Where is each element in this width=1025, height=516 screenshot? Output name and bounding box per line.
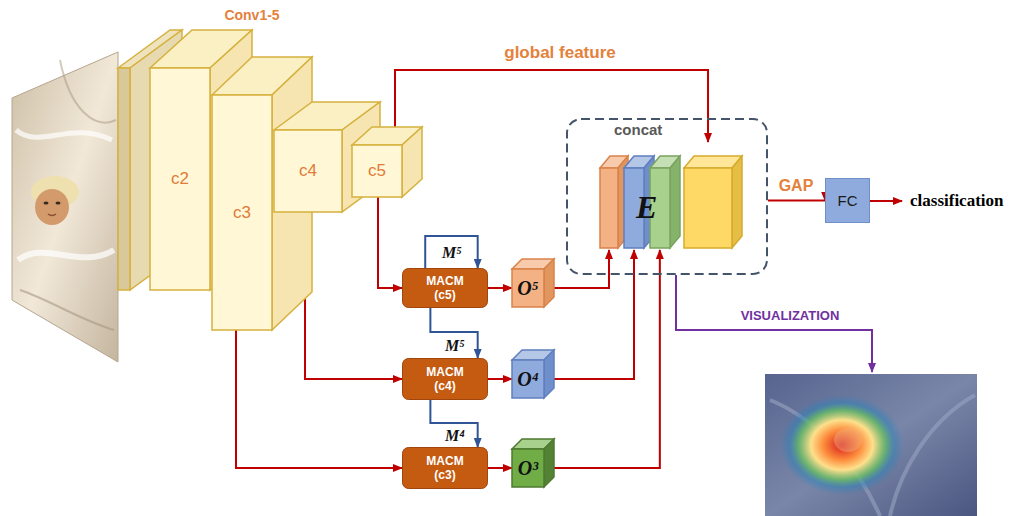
baby-mouth	[48, 214, 56, 216]
visualization-label: VISUALIZATION	[739, 309, 842, 323]
concat-group: Econcat	[566, 118, 768, 275]
heatmap-ground	[765, 374, 977, 516]
edge-label: GAP	[777, 177, 816, 195]
group-title: concat	[614, 121, 662, 138]
block-label: c5	[368, 161, 386, 181]
module-shape	[403, 448, 488, 489]
output-feature: O³	[512, 449, 544, 487]
block-side	[732, 156, 742, 248]
feature-stack: E	[596, 142, 748, 250]
macm-module: MACM (c4)	[402, 358, 488, 400]
blanket-fold	[16, 130, 112, 140]
photo-frame	[12, 52, 118, 362]
stack-label: E	[636, 191, 657, 223]
connector-arrow	[425, 236, 477, 268]
feature-block: c4	[274, 130, 342, 212]
macm-module: MACM (c3)	[402, 447, 488, 489]
layer-label: FC	[838, 192, 858, 209]
baby-face	[35, 189, 69, 225]
layer-shape	[826, 179, 870, 223]
group-outline	[567, 119, 767, 274]
fc-layer: FC	[825, 178, 870, 223]
baby-eye	[56, 202, 61, 205]
block-label: c2	[171, 169, 189, 189]
heat-blob	[780, 395, 904, 495]
input-photo	[12, 52, 118, 362]
connector-arrow	[488, 287, 512, 289]
block-front	[352, 145, 402, 197]
stage-title: Conv1-5	[222, 8, 281, 23]
edge-label: M⁴	[443, 427, 467, 445]
feature-label: O⁴	[517, 368, 538, 391]
block-side	[670, 156, 680, 248]
block-side	[402, 127, 422, 197]
block-label: c3	[233, 203, 251, 223]
connector-arrow	[236, 330, 402, 468]
feature-label: O⁵	[517, 277, 538, 300]
connector-arrow	[378, 197, 402, 288]
bag-fold	[890, 395, 975, 516]
module-label: MACM (c4)	[426, 365, 463, 394]
visualization-arrow	[676, 275, 872, 372]
baby-eye	[44, 202, 49, 205]
connector-arrow	[305, 212, 402, 379]
connector-arrow	[544, 250, 634, 379]
output-label: classification	[908, 192, 1006, 211]
block-side	[544, 259, 554, 307]
block-front	[150, 68, 210, 290]
connector-arrow	[395, 70, 708, 145]
feature-block: c5	[352, 145, 402, 197]
block-label: c4	[299, 161, 317, 181]
output-arrow	[870, 200, 902, 202]
node-shape	[596, 142, 748, 250]
macm-module: MACM (c5)	[402, 268, 488, 308]
output-feature: O⁵	[512, 269, 544, 307]
connector-arrow	[544, 250, 660, 468]
edge-label: M⁵	[440, 244, 464, 262]
block-front	[512, 449, 544, 487]
connector-arrow	[488, 467, 512, 469]
module-shape	[403, 269, 488, 308]
block-front	[212, 95, 272, 330]
blanket-fold	[18, 250, 114, 260]
block-front	[118, 68, 130, 290]
baby-face	[834, 428, 862, 452]
connector-arrow	[768, 199, 825, 201]
block-front	[274, 130, 342, 212]
edge-label: global feature	[502, 44, 617, 63]
feature-label: O³	[518, 457, 538, 480]
block-front	[600, 168, 618, 248]
block-front	[684, 168, 732, 248]
connector-arrow	[430, 308, 477, 358]
block-front	[512, 360, 544, 398]
edge-label: M⁵	[443, 337, 467, 355]
blanket-fold	[60, 60, 116, 123]
output-feature: O⁴	[512, 360, 544, 398]
feature-block: c2	[150, 68, 210, 290]
blanket-fold	[20, 290, 114, 330]
module-label: MACM (c5)	[426, 274, 463, 303]
connector-arrow	[430, 400, 477, 447]
block-front	[512, 269, 544, 307]
connector-arrow	[488, 378, 512, 380]
heatmap-image	[765, 374, 977, 516]
module-label: MACM (c3)	[426, 454, 463, 483]
feature-block: c3	[212, 95, 272, 330]
block-side	[544, 350, 554, 398]
module-shape	[403, 359, 488, 400]
block-side	[544, 439, 554, 487]
